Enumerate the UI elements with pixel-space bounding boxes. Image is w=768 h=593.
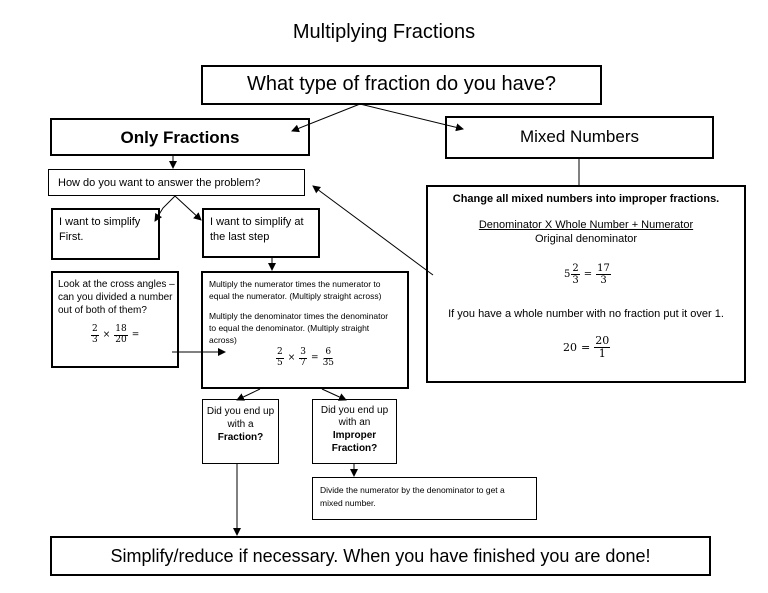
times-sign: ×: [102, 330, 111, 341]
equals-sign: =: [581, 341, 591, 355]
simplify-last-line2: the last step: [210, 231, 270, 243]
end-improper-line3: Improper: [332, 430, 377, 441]
cross-angles-box: Look at the cross angles – can you divid…: [51, 271, 179, 368]
mixed-explanation-box: Change all mixed numbers into improper f…: [426, 185, 746, 383]
cross-angles-line3: out of both of them?: [58, 305, 147, 316]
page-title: Multiplying Fractions: [292, 21, 476, 43]
final-text: Simplify/reduce if necessary. When you h…: [110, 546, 651, 566]
end-improper-box: Did you end up with an Improper Fraction…: [312, 399, 397, 464]
end-improper-line4: Fraction?: [331, 443, 378, 454]
formula-bottom: Original denominator: [534, 233, 638, 245]
multiply-line1: Multiply the numerator times the numerat…: [209, 279, 381, 289]
question-box: What type of fraction do you have?: [201, 65, 602, 105]
arrow-to-simplify-last: [174, 195, 202, 221]
only-fractions-box: Only Fractions: [50, 118, 310, 156]
cross-angles-line1: Look at the cross angles –: [58, 279, 175, 290]
end-fraction-line3: Fraction?: [217, 432, 264, 443]
question-text: What type of fraction do you have?: [246, 73, 557, 95]
how-answer-text: How do you want to answer the problem?: [58, 177, 261, 189]
multiply-line5: across): [209, 335, 237, 345]
simplify-last-box: I want to simplify at the last step: [202, 208, 320, 258]
multiply-line3: Multiply the denominator times the denom…: [209, 311, 389, 321]
equals-sign: =: [311, 353, 319, 364]
divide-line1: Divide the numerator by the denominator …: [320, 485, 505, 495]
simplify-first-line1: I want to simplify: [59, 216, 141, 228]
cross-angles-line2: can you divided a number: [58, 292, 173, 303]
equals-sign: =: [131, 330, 140, 341]
only-fractions-label: Only Fractions: [120, 128, 240, 147]
whole-number-note: If you have a whole number with no fract…: [448, 308, 724, 320]
times-sign: ×: [287, 353, 296, 364]
end-improper-line2: with an: [338, 417, 371, 428]
whole-number-twenty: 20: [563, 341, 577, 355]
whole-number-five: 5: [564, 269, 571, 280]
divide-line2: mixed number.: [320, 498, 376, 508]
end-fraction-line1: Did you end up: [206, 406, 275, 417]
mixed-numbers-label: Mixed Numbers: [519, 127, 640, 146]
simplify-first-box: I want to simplify First.: [51, 208, 160, 260]
arrow-mixed-back-to-how-answer: [312, 185, 434, 276]
end-fraction-line2: with a: [227, 419, 254, 430]
how-answer-box: How do you want to answer the problem?: [48, 169, 305, 196]
mixed-heading: Change all mixed numbers into improper f…: [452, 193, 720, 205]
end-improper-line1: Did you end up: [320, 405, 389, 416]
end-fraction-box: Did you end up with a Fraction?: [202, 399, 279, 464]
multiply-line4: to equal the denominator. (Multiply stra…: [209, 323, 370, 333]
equals-sign: =: [583, 269, 593, 280]
simplify-first-line2: First.: [59, 231, 84, 243]
mixed-numbers-box: Mixed Numbers: [445, 116, 714, 159]
divide-box: Divide the numerator by the denominator …: [312, 477, 537, 520]
multiply-line2: equal the numerator. (Multiply straight …: [209, 291, 382, 301]
simplify-last-line1: I want to simplify at: [210, 216, 304, 228]
multiply-across-box: Multiply the numerator times the numerat…: [201, 271, 409, 389]
formula-top: Denominator X Whole Number + Numerator: [478, 219, 694, 231]
final-box: Simplify/reduce if necessary. When you h…: [50, 536, 711, 576]
